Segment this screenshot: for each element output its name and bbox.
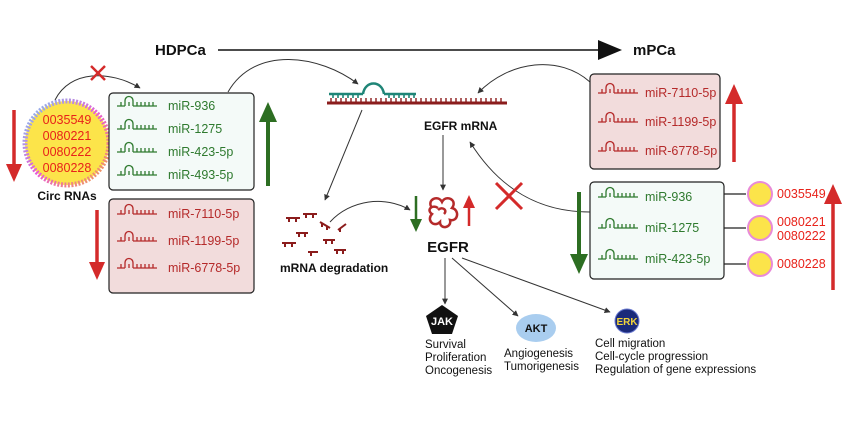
mir-hairpin-icon [598, 186, 638, 198]
mir-hairpin-icon [598, 111, 638, 123]
right-mir-up-box [589, 73, 721, 170]
header-right-label: mPCa [633, 42, 676, 59]
header-arrow-head [598, 40, 622, 60]
mrna-degradation-fragments-icon [282, 213, 347, 256]
left-circ-id-2: 0080221 [43, 129, 92, 143]
left-mir-up-list: miR-936 miR-1275 miR-423-5p miR-493-5p [117, 95, 233, 182]
header-left-label: HDPCa [155, 42, 207, 59]
jak-node: JAK [426, 305, 458, 334]
left-circ-id-1: 0035549 [43, 113, 92, 127]
left-circ-id-3: 0080222 [43, 145, 92, 159]
mrna-to-degradation-arrow [324, 109, 363, 201]
egfr-down-arrow [410, 196, 422, 232]
mir-hairpin-icon [117, 95, 157, 107]
left-circ-rna: 0035549 0080221 0080222 0080228 Circ RNA… [22, 98, 112, 203]
egfr-to-akt-arrow [451, 257, 519, 317]
mir-hairpin-icon [598, 248, 638, 260]
right-circ-id-1: 0035549 [777, 187, 826, 201]
jak-effect-1: Survival [425, 339, 466, 351]
left-mir-down-list: miR-7110-5p miR-1199-5p miR-6778-5p [117, 203, 240, 275]
left-mir-down-3: miR-6778-5p [168, 261, 240, 275]
mir-hairpin-icon [598, 217, 638, 229]
circ-rna-small-icon [747, 251, 773, 277]
erk-circle-icon [614, 308, 640, 334]
jak-effect-3: Oncogenesis [425, 365, 492, 377]
right-mir-up-arrow [725, 84, 743, 162]
degradation-to-egfr-arrow [329, 200, 411, 223]
mir-hairpin-icon [117, 203, 157, 215]
mrna-degradation-label: mRNA degradation [280, 261, 388, 275]
erk-label: ERK [616, 317, 638, 328]
egfr-mrna-label: EGFR mRNA [424, 119, 498, 133]
blocked-cross-icon [90, 65, 106, 81]
mir-hairpin-icon [117, 257, 157, 269]
circ-to-mir-blocked-arrow [54, 75, 141, 101]
mir-hairpin-icon [598, 140, 638, 152]
erk-effect-2: Cell-cycle progression [595, 351, 708, 363]
left-mir-up-1: miR-936 [168, 99, 215, 113]
left-mir-down-2: miR-1199-5p [168, 234, 239, 248]
right-mir-down-2: miR-1275 [645, 221, 699, 235]
egfr-to-erk-arrow [461, 257, 611, 313]
right-circ-id-3: 0080222 [777, 229, 826, 243]
egfr-label: EGFR [427, 239, 469, 256]
akt-label: AKT [525, 323, 548, 335]
akt-ellipse-icon [516, 314, 556, 342]
right-circ-id-2: 0080221 [777, 215, 826, 229]
circ-rna-small-icon [747, 215, 773, 241]
mir-hairpin-icon [598, 82, 638, 94]
circ-rna-small-icon [747, 181, 773, 207]
akt-effect-1: Angiogenesis [504, 348, 573, 360]
jak-label: JAK [431, 316, 453, 328]
left-circ-down-arrow [6, 110, 22, 182]
left-circ-id-4: 0080228 [43, 161, 92, 175]
mir-hairpin-icon [117, 118, 157, 130]
right-mir-to-mrna-blocked-arrow [469, 141, 591, 213]
akt-node: AKT [516, 314, 556, 342]
circ-rna-label: Circ RNAs [37, 189, 97, 203]
right-mir-down-list: miR-936 miR-1275 miR-423-5p [598, 186, 710, 266]
right-mir-down-3: miR-423-5p [645, 252, 710, 266]
erk-effect-1: Cell migration [595, 338, 665, 350]
left-mir-up-4: miR-493-5p [168, 168, 233, 182]
right-circ-id-4: 0080228 [777, 257, 826, 271]
right-mir-down-arrow [570, 192, 588, 274]
right-mir-to-mrna-arrow [477, 64, 591, 94]
right-mir-up-list: miR-7110-5p miR-1199-5p miR-6778-5p [598, 82, 717, 158]
blocked-cross-icon [494, 181, 524, 211]
jak-pentagon-icon [426, 305, 458, 334]
left-mir-to-mrna-arrow [227, 59, 359, 93]
left-mir-up-2: miR-1275 [168, 122, 222, 136]
erk-effect-3: Regulation of gene expressions [595, 364, 756, 376]
egfr-mrna-icon [327, 82, 507, 105]
left-mir-down-box [108, 198, 255, 294]
jak-effect-2: Proliferation [425, 352, 486, 364]
right-mir-up-1: miR-7110-5p [645, 86, 716, 100]
left-mir-down-1: miR-7110-5p [168, 207, 239, 221]
left-mir-up-3: miR-423-5p [168, 145, 233, 159]
mir-hairpin-icon [117, 230, 157, 242]
right-circ-up-arrow [824, 184, 842, 290]
left-mir-up-box [108, 92, 255, 191]
right-mir-up-2: miR-1199-5p [645, 115, 716, 129]
erk-node: ERK [614, 308, 640, 334]
right-mir-down-box [589, 181, 725, 280]
right-mir-down-1: miR-936 [645, 190, 692, 204]
egfr-protein-icon [428, 197, 459, 229]
egfr-up-arrow [463, 195, 475, 226]
akt-effect-2: Tumorigenesis [504, 361, 579, 373]
left-mir-up-arrow [259, 102, 277, 186]
left-mir-down-arrow [89, 210, 105, 280]
mir-hairpin-icon [117, 141, 157, 153]
mir-hairpin-icon [117, 164, 157, 176]
right-mir-up-3: miR-6778-5p [645, 144, 717, 158]
